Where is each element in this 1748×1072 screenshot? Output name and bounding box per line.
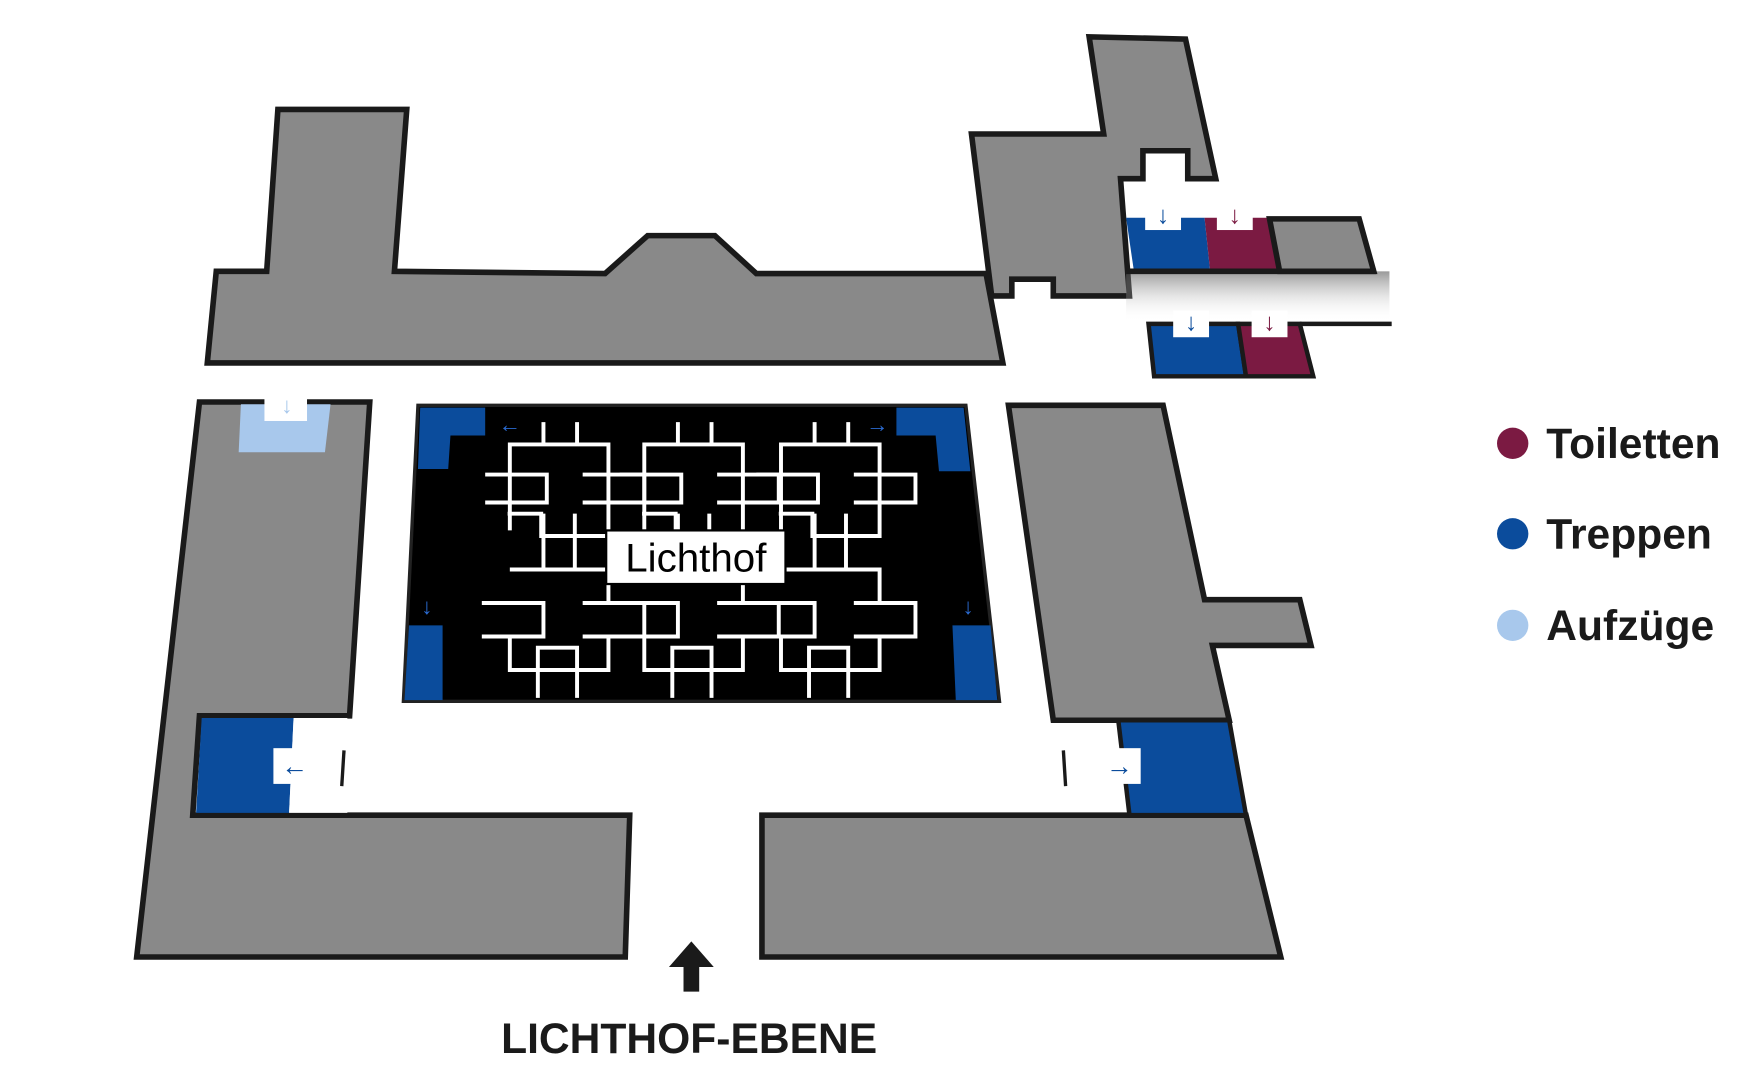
legend-label-toilets: Toiletten	[1546, 421, 1720, 468]
arrow-down-icon: ↓	[963, 594, 974, 619]
arrow-down-icon: ↓	[281, 393, 292, 418]
arrow-up-icon	[668, 941, 714, 992]
legend-label-stairs: Treppen	[1546, 511, 1712, 558]
legend: Toiletten Treppen Aufzüge	[1497, 421, 1721, 650]
arrow-down-icon: ↓	[421, 594, 432, 619]
toilets-upper	[1204, 217, 1280, 272]
arrow-down-icon: ↓	[1157, 202, 1169, 229]
lichthof-label: Lichthof	[625, 536, 767, 581]
stairs-west	[196, 718, 294, 813]
stairs-legend-icon	[1497, 518, 1529, 550]
arrow-down-icon: ↓	[1263, 310, 1275, 337]
building-east-wing	[1005, 402, 1315, 724]
arrow-left-icon: ←	[499, 412, 521, 437]
arrow-down-icon: ↓	[1229, 202, 1241, 229]
arrow-right-icon: →	[866, 412, 888, 437]
building-northeast-wing	[968, 33, 1220, 299]
pattern-line	[485, 422, 647, 505]
elevator	[238, 404, 331, 453]
arrow-left-icon: ←	[281, 751, 308, 781]
building-southeast-wing	[759, 812, 1285, 960]
arrow-right-icon: →	[1106, 751, 1133, 781]
map-title: LICHTHOF-EBENE	[501, 1016, 877, 1063]
toilets-legend-icon	[1497, 427, 1529, 459]
elevators-legend-icon	[1497, 609, 1529, 641]
pattern-line	[619, 422, 781, 505]
building-west-wing	[133, 399, 633, 960]
building-north-wing	[204, 106, 1007, 366]
building-northeast-annex	[1266, 216, 1378, 275]
stairs-upper	[1126, 217, 1211, 272]
arrow-down-icon: ↓	[1185, 310, 1197, 337]
lichthof-courtyard: ← → ↓ ↓ Lichthof	[401, 403, 1002, 703]
pattern-line	[752, 567, 918, 698]
pattern-line	[756, 422, 918, 505]
legend-label-elevators: Aufzüge	[1546, 603, 1714, 650]
